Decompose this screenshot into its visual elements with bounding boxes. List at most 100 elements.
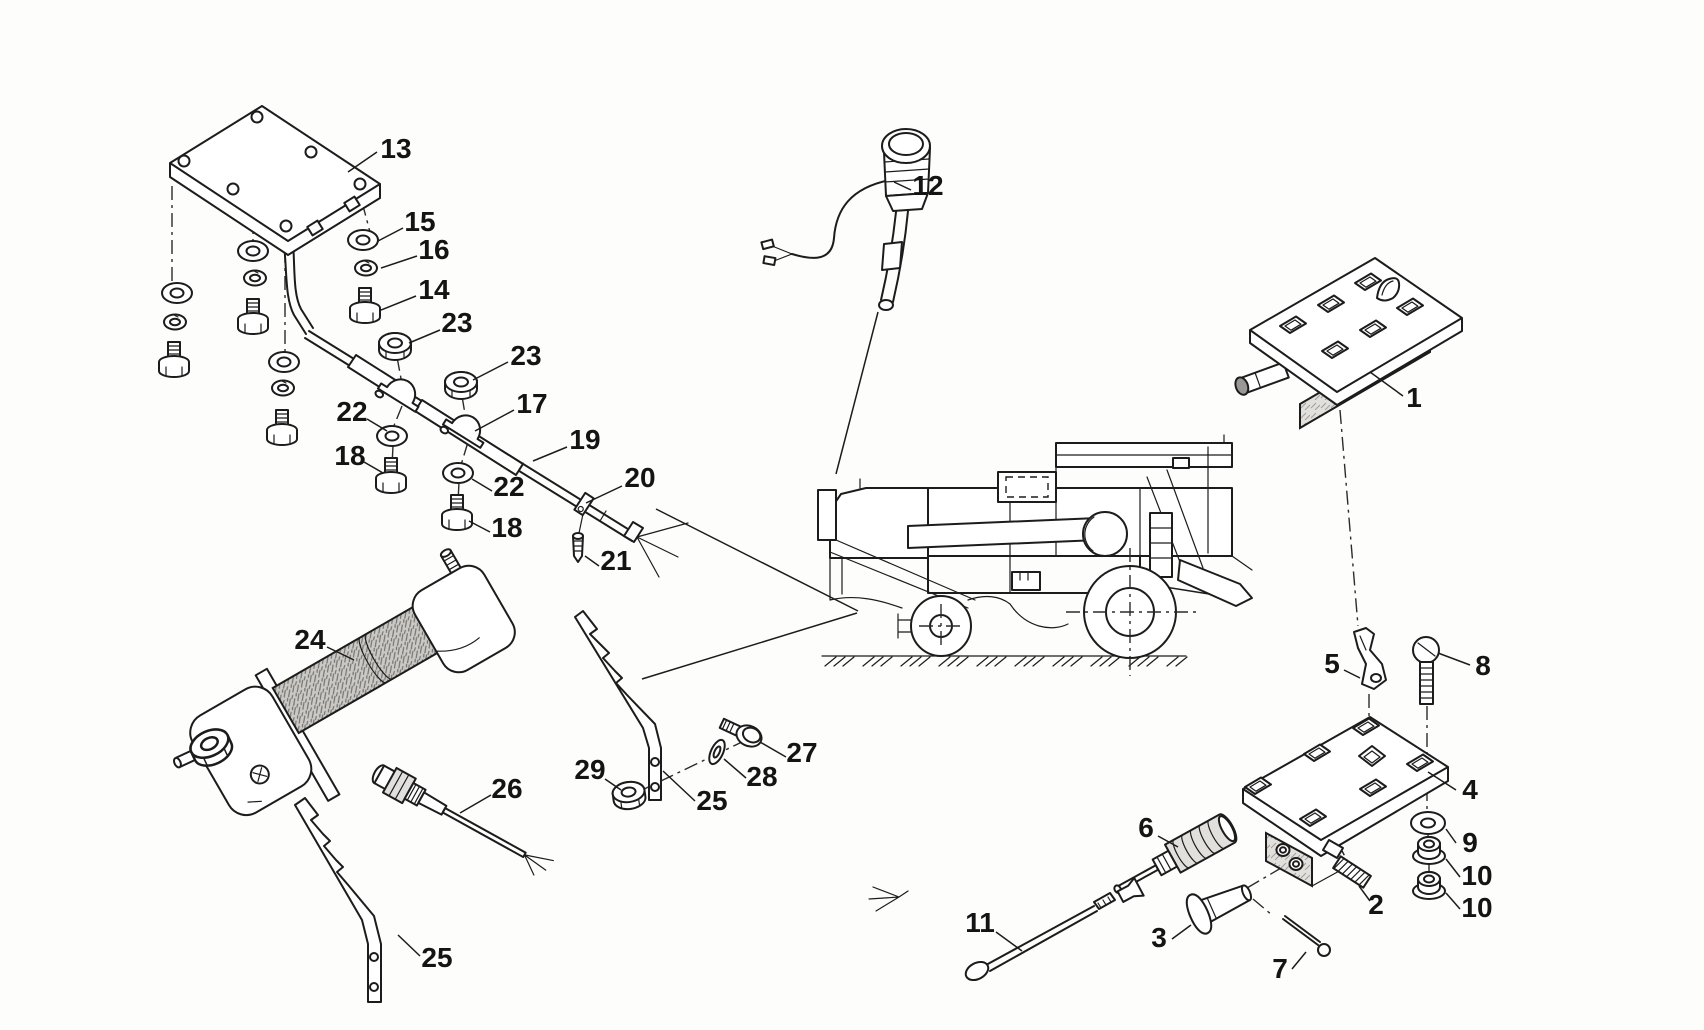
part-label-3: 3	[1151, 922, 1167, 953]
leader-line-29	[604, 778, 622, 791]
part-label-22: 22	[336, 396, 367, 427]
leader-line-3	[1171, 924, 1192, 940]
leader-line-28	[723, 758, 747, 779]
leader-line-11	[995, 931, 1023, 952]
leader-line-12	[893, 181, 912, 191]
rod-end-sleeve	[623, 521, 644, 543]
part-label-7: 7	[1272, 953, 1288, 984]
cable-11	[964, 892, 1116, 982]
washer-9	[1410, 811, 1446, 835]
leader-line-4	[1427, 771, 1457, 791]
leader-line-8	[1437, 652, 1471, 666]
bolt-14	[349, 287, 381, 324]
part-label-24: 24	[294, 624, 326, 655]
part-label-15: 15	[404, 206, 435, 237]
leader-line-7	[1291, 951, 1307, 970]
leader-line-17	[474, 409, 515, 432]
leader-line-25	[397, 934, 421, 957]
part-label-25: 25	[421, 942, 452, 973]
leader-line-5	[1343, 669, 1361, 679]
leader-line-27	[759, 741, 787, 758]
part-label-28: 28	[746, 761, 777, 792]
part-label-18: 18	[491, 512, 522, 543]
fastener-stack-right	[266, 351, 300, 446]
part-label-23: 23	[510, 340, 541, 371]
leader-line-15	[377, 227, 404, 242]
part-label-9: 9	[1462, 827, 1478, 858]
screw-21	[572, 532, 584, 563]
control-box-1	[1234, 257, 1463, 430]
part-label-23: 23	[441, 307, 472, 338]
plug-3	[1185, 884, 1253, 935]
bolt-18-a	[375, 457, 407, 494]
leader-line-2	[1358, 885, 1371, 902]
washer-22-a	[376, 425, 408, 447]
leader-line-18	[363, 461, 384, 474]
leader-line-20	[585, 485, 623, 504]
actuator-24	[173, 548, 516, 817]
part-label-26: 26	[491, 773, 522, 804]
part-label-10: 10	[1461, 892, 1492, 923]
leader-line-13	[347, 151, 378, 173]
adjuster-6	[1113, 813, 1238, 894]
notched-strip-25-mid	[574, 610, 662, 801]
part-label-17: 17	[516, 388, 547, 419]
leader-line-22	[366, 418, 388, 432]
nut-23-b	[444, 371, 478, 400]
part-label-21: 21	[600, 545, 631, 576]
leader-line-6	[1157, 835, 1179, 848]
leader-line-1	[1369, 371, 1404, 397]
part-label-11: 11	[965, 907, 995, 938]
flange-nut-10-a	[1412, 836, 1446, 865]
leader-line-9	[1445, 828, 1457, 844]
part-label-6: 6	[1138, 812, 1154, 843]
leader-line-14	[380, 295, 417, 311]
notched-strip-25-left	[294, 797, 382, 1003]
fastener-stack-left	[158, 282, 193, 378]
washer-28	[708, 738, 726, 766]
cotter-pin-7	[1282, 915, 1331, 957]
bolt-18-b	[441, 494, 473, 531]
leader-line-19	[532, 446, 568, 462]
nut-23-a	[378, 332, 412, 361]
fastener-stack-mid	[237, 240, 269, 335]
washer-15	[347, 229, 379, 251]
flange-nut-10-b	[1412, 871, 1446, 900]
cable-end-ferrule	[1116, 876, 1145, 903]
part-label-25: 25	[696, 785, 727, 816]
part-label-16: 16	[418, 234, 449, 265]
leader-line-18	[468, 520, 491, 533]
leader-line-23	[408, 329, 441, 344]
part-label-14: 14	[418, 274, 450, 305]
part-label-4: 4	[1462, 774, 1478, 805]
washer-22-b	[442, 462, 474, 484]
nut-29	[610, 778, 648, 813]
part-label-1: 1	[1406, 382, 1422, 413]
leader-line-16	[380, 255, 418, 269]
cable-clip-20	[573, 491, 595, 517]
spring-2	[1332, 855, 1372, 889]
part-label-29: 29	[574, 754, 605, 785]
part-label-20: 20	[624, 462, 655, 493]
frayed-wire-end	[868, 886, 909, 912]
bolt-27	[718, 717, 763, 748]
leader-line-10	[1445, 858, 1461, 878]
plate-slot	[1322, 839, 1344, 859]
mounting-plate-13	[169, 105, 381, 256]
sensor-12	[760, 128, 931, 311]
cable-end-26	[371, 764, 554, 876]
part-label-12: 12	[912, 170, 943, 201]
part-label-5: 5	[1324, 648, 1340, 679]
bracket-5	[1353, 627, 1387, 690]
part-label-8: 8	[1475, 650, 1491, 681]
combine-harvester	[817, 434, 1253, 676]
part-label-10: 10	[1461, 860, 1492, 891]
screw-8	[1412, 636, 1440, 705]
leader-line-24	[326, 646, 355, 661]
lock-washer-16	[354, 259, 378, 277]
leader-line-26	[459, 794, 492, 814]
leader-line-25	[662, 770, 696, 802]
leader-line-21	[584, 555, 600, 567]
